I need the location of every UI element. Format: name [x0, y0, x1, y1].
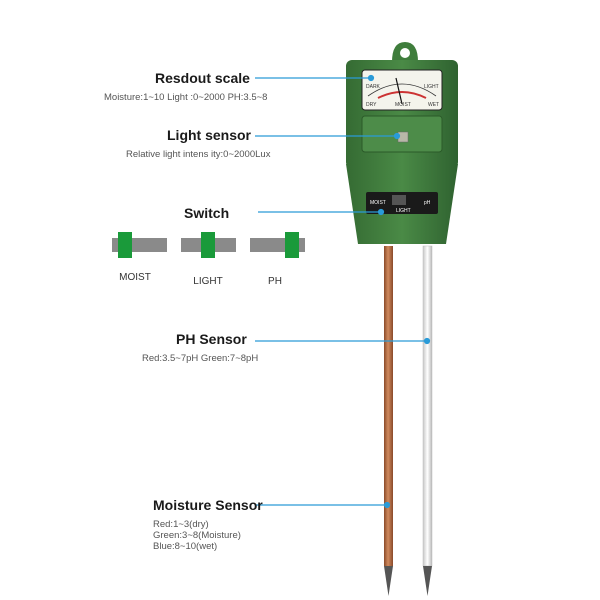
- moisture-line-moisture: Green:3~8(Moisture): [153, 530, 241, 541]
- gauge-window: [361, 69, 443, 111]
- light-sensor-window: [361, 115, 443, 153]
- white-probe: [422, 245, 433, 596]
- switch-position-moist: [112, 232, 167, 258]
- readout-scale-title: Resdout scale: [155, 70, 250, 86]
- moisture-sensor-desc: Red:1~3(dry) Green:3~8(Moisture) Blue:8~…: [153, 519, 241, 552]
- light-sensor-title: Light sensor: [167, 127, 252, 143]
- scale-left-top: DARK: [366, 84, 381, 90]
- moisture-line-dry: Red:1~3(dry): [153, 519, 209, 530]
- switch-position-light: [181, 232, 236, 258]
- switch-label-right: pH: [424, 200, 431, 206]
- switch-title: Switch: [184, 205, 230, 221]
- switch-label-left: MOIST: [370, 200, 386, 206]
- moisture-line-wet: Blue:8~10(wet): [153, 541, 218, 552]
- readout-scale-desc: Moisture:1~10 Light :0~2000 PH:3.5~8: [104, 92, 268, 103]
- switch-label-moist: MOIST: [119, 272, 151, 283]
- hanging-loop: [392, 42, 418, 62]
- scale-right-top: LIGHT: [424, 84, 439, 90]
- scale-right-bottom: WET: [428, 102, 439, 108]
- copper-probe: [384, 246, 393, 596]
- scale-center: MOIST: [395, 102, 411, 108]
- switch-position-ph: [250, 232, 305, 258]
- switch-label-light: LIGHT: [193, 276, 223, 287]
- ph-sensor-title: PH Sensor: [176, 331, 247, 347]
- mode-switch: [366, 192, 438, 214]
- ph-sensor-desc: Red:3.5~7pH Green:7~8pH: [142, 353, 259, 364]
- switch-label-bottom: LIGHT: [396, 208, 411, 214]
- scale-left-bottom: DRY: [366, 102, 377, 108]
- moisture-sensor-title: Moisture Sensor: [153, 497, 263, 513]
- light-sensor-desc: Relative light intens ity:0~2000Lux: [126, 149, 271, 160]
- switch-label-ph: PH: [268, 276, 282, 287]
- connector-lines: [255, 74, 431, 509]
